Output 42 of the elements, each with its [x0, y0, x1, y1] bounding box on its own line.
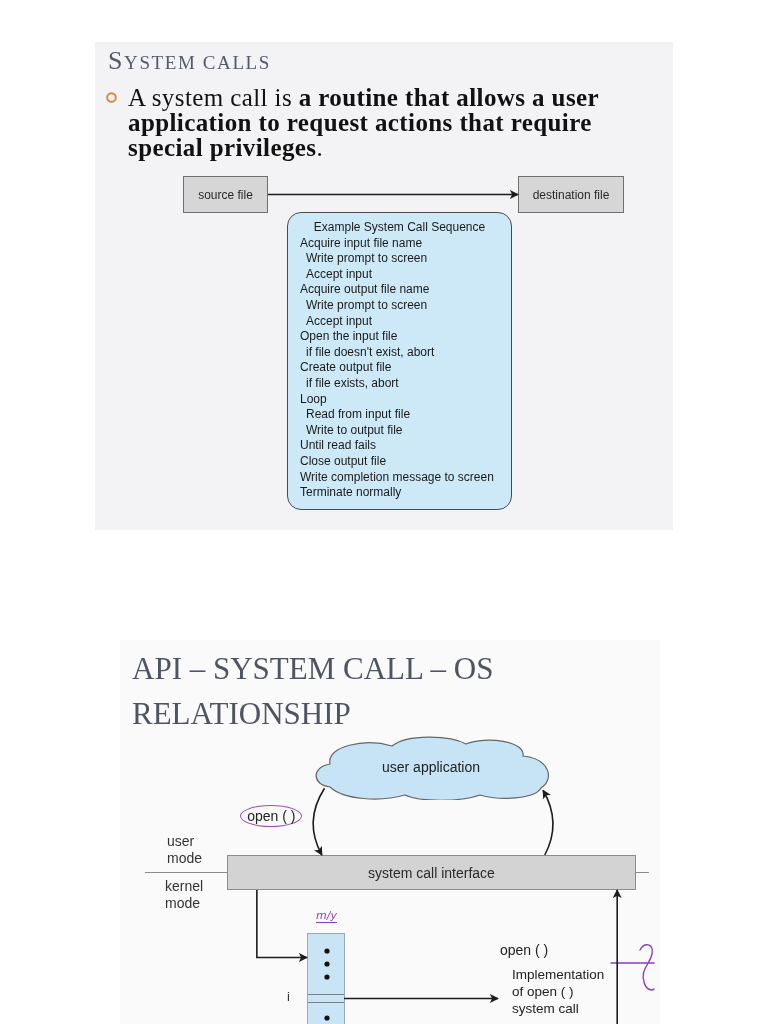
- list-item: if file exists, abort: [306, 376, 399, 391]
- list-item: Open the input file: [300, 329, 398, 345]
- slide-panel: [95, 42, 673, 530]
- list-item: Accept input: [306, 313, 373, 329]
- mode-label: user mode: [167, 833, 204, 867]
- arrow: [343, 994, 499, 1003]
- mode-label: kernel mode: [165, 878, 205, 912]
- list-heading: Example System Call Sequence: [313, 220, 486, 235]
- arrow: [542, 789, 554, 856]
- sequence-box: [287, 212, 512, 510]
- function-name: open ( ): [500, 942, 549, 958]
- slide-panel: [120, 640, 660, 1024]
- list-item: if file doesn't exist, abort: [306, 344, 435, 360]
- list-item: Until read fails: [300, 438, 377, 454]
- list-item: Read from input file: [306, 407, 411, 423]
- arrow: [612, 889, 622, 1024]
- slide-title: SYSTEM CALLS: [108, 48, 272, 76]
- list-item: Acquire input file name: [300, 235, 423, 251]
- list-item: Write prompt to screen: [306, 298, 428, 313]
- file-box: destination file: [518, 176, 624, 213]
- handwritten-note: m/y: [316, 910, 337, 923]
- list-item: Write to output file: [306, 422, 403, 438]
- table-column: [307, 933, 345, 1024]
- list-item: Write completion message to screen: [300, 469, 494, 485]
- interface-bar: system call interface: [227, 855, 636, 890]
- list-item: Accept input: [306, 266, 373, 282]
- list-item: Close output file: [300, 454, 387, 469]
- arrow: [267, 190, 519, 199]
- slide-title: API – SYSTEM CALL – OS RELATIONSHIP: [132, 650, 495, 733]
- row-label: i: [287, 989, 290, 1004]
- arrow: [256, 889, 308, 963]
- file-box: source file: [183, 176, 268, 213]
- list-item: Terminate normally: [300, 485, 402, 501]
- list-item: Acquire output file name: [300, 282, 430, 298]
- table-row: [308, 994, 344, 1003]
- node-label: Implementation of open ( ) system call: [512, 966, 606, 1017]
- list-item: Loop: [300, 391, 327, 407]
- list-item: Write prompt to screen: [306, 251, 428, 267]
- bullet-text: A system call is a routine that allows a user application to request actions that require special privileges.: [128, 85, 600, 160]
- node-label: user application: [381, 758, 481, 775]
- arrow: [312, 787, 326, 856]
- list-item: Create output file: [300, 360, 392, 376]
